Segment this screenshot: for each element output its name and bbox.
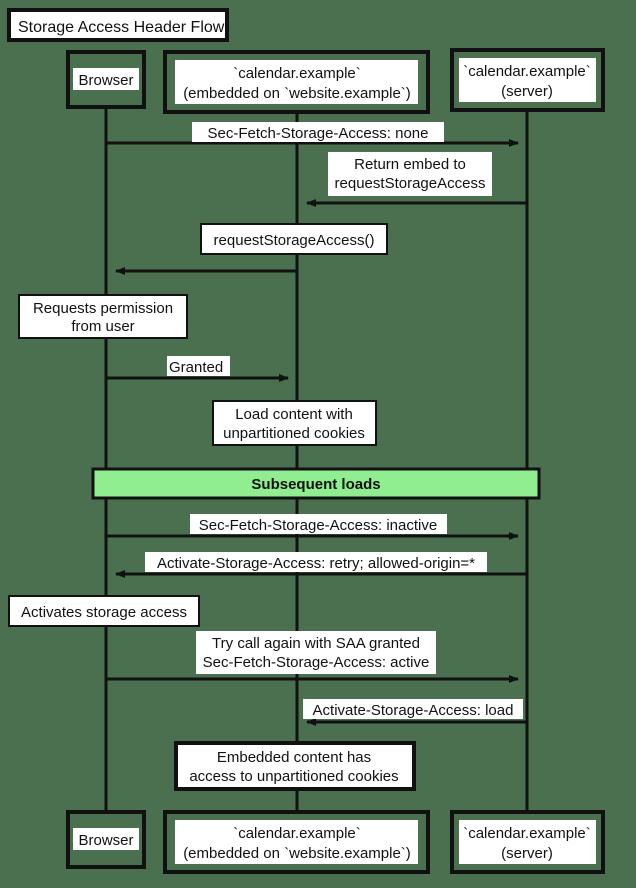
participant-browser-bottom[interactable]: Browser xyxy=(66,810,146,869)
message-activate-retry-label: Activate-Storage-Access: retry; allowed-… xyxy=(157,555,475,572)
section-subsequent-loads-label: Subsequent loads xyxy=(251,476,380,493)
section-subsequent-loads: Subsequent loads xyxy=(91,467,541,500)
message-sec-fetch-none-label: Sec-Fetch-Storage-Access: none xyxy=(208,125,429,142)
participant-server-bottom-label-line1: `calendar.example` xyxy=(463,825,591,842)
participant-server-label-line1: `calendar.example` xyxy=(463,63,591,80)
note-embedded-content-access-line1: Embedded content has xyxy=(217,749,371,766)
message-granted[interactable]: Granted xyxy=(106,356,289,382)
note-embedded-content-access-line2: access to unpartitioned cookies xyxy=(189,768,398,785)
message-request-storage-access[interactable]: requestStorageAccess() xyxy=(115,223,388,275)
note-requests-permission-line2: from user xyxy=(71,318,134,335)
message-activate-load-label: Activate-Storage-Access: load xyxy=(313,702,514,719)
note-load-content: Load content with unpartitioned cookies xyxy=(212,400,377,446)
participant-browser-label: Browser xyxy=(78,72,133,89)
message-try-call-again-label-line2: Sec-Fetch-Storage-Access: active xyxy=(203,654,430,671)
message-sec-fetch-none[interactable]: Sec-Fetch-Storage-Access: none xyxy=(106,122,519,147)
diagram-title-text: Storage Access Header Flow xyxy=(18,19,225,36)
participant-embed-label-line1: `calendar.example` xyxy=(233,65,361,82)
note-activates-storage-access-line1: Activates storage access xyxy=(21,604,187,621)
message-granted-label: Granted xyxy=(169,359,223,376)
participant-embed-bottom-label-line1: `calendar.example` xyxy=(233,825,361,842)
participant-embed-label-line2: (embedded on `website.example`) xyxy=(183,85,411,102)
participant-server-bottom[interactable]: `calendar.example` (server) xyxy=(450,810,605,874)
message-try-call-again[interactable]: Try call again with SAA granted Sec-Fetc… xyxy=(106,631,519,683)
message-return-embed[interactable]: Return embed to requestStorageAccess xyxy=(306,152,527,207)
participant-embed-bottom-label-line2: (embedded on `website.example`) xyxy=(183,845,411,862)
note-activates-storage-access: Activates storage access xyxy=(8,595,200,627)
participant-server-top[interactable]: `calendar.example` (server) xyxy=(450,48,605,112)
diagram-title: Storage Access Header Flow xyxy=(7,8,229,42)
note-requests-permission-line1: Requests permission xyxy=(33,300,173,317)
message-activate-retry[interactable]: Activate-Storage-Access: retry; allowed-… xyxy=(115,552,527,578)
message-return-embed-label-line1: Return embed to xyxy=(354,156,466,173)
message-sec-fetch-inactive-label: Sec-Fetch-Storage-Access: inactive xyxy=(199,517,437,534)
note-load-content-line1: Load content with xyxy=(235,406,353,423)
participant-server-label-line2: (server) xyxy=(501,83,553,100)
note-embedded-content-access: Embedded content has access to unpartiti… xyxy=(174,741,416,791)
participant-embed-bottom[interactable]: `calendar.example` (embedded on `website… xyxy=(163,810,430,874)
participant-browser-top[interactable]: Browser xyxy=(66,50,146,109)
message-try-call-again-label-line1: Try call again with SAA granted xyxy=(212,635,420,652)
message-return-embed-label-line2: requestStorageAccess xyxy=(335,175,486,192)
message-activate-load[interactable]: Activate-Storage-Access: load xyxy=(303,699,527,726)
participant-browser-bottom-label: Browser xyxy=(78,832,133,849)
message-sec-fetch-inactive[interactable]: Sec-Fetch-Storage-Access: inactive xyxy=(106,514,519,540)
note-requests-permission: Requests permission from user xyxy=(18,294,188,339)
participant-server-bottom-label-line2: (server) xyxy=(501,845,553,862)
message-request-storage-access-label: requestStorageAccess() xyxy=(214,232,375,249)
participant-embed-top[interactable]: `calendar.example` (embedded on `website… xyxy=(163,50,430,114)
note-load-content-line2: unpartitioned cookies xyxy=(223,425,365,442)
